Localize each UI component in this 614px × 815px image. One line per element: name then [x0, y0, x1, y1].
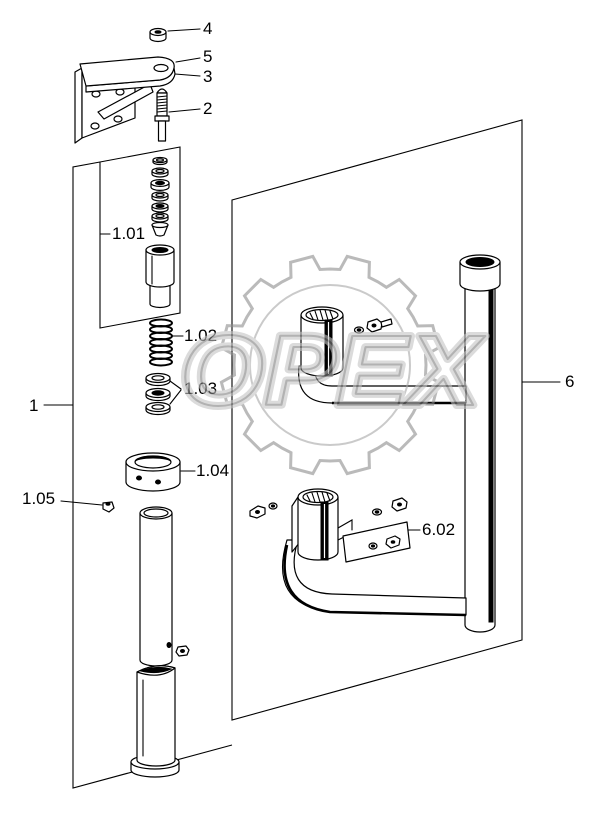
clamp-plate: [342, 521, 411, 563]
leader-3: [174, 73, 201, 77]
gear-inner-ring: [249, 284, 411, 446]
upper-tube-hole: [166, 642, 172, 648]
label-6-02: 6.02: [422, 520, 455, 539]
label-1: 1: [29, 396, 38, 415]
nut-hole: [154, 30, 162, 34]
bracket-arm-top: [79, 56, 175, 87]
bracket-plate-edge: [74, 67, 83, 144]
pin-thread-lines: [156, 95, 168, 113]
collar-set-hole: [136, 475, 142, 481]
column-pipe: [464, 281, 496, 633]
leader-4: [167, 28, 201, 32]
part-4-nut: [149, 27, 167, 43]
clamp-plate-washer-hole: [370, 544, 376, 548]
part-5-bracket: [74, 56, 176, 144]
label-1-04: 1.04: [196, 461, 229, 480]
label-3: 3: [203, 67, 212, 86]
gear-icon: [219, 254, 441, 476]
set-screw-socket: [105, 502, 111, 506]
label-1-01: 1.01: [112, 224, 145, 243]
label-4: 4: [203, 19, 212, 38]
bracket-arm-hole: [153, 63, 169, 73]
spring-coil: [149, 357, 173, 367]
washer-hole: [151, 390, 165, 396]
bracket-hole: [90, 122, 100, 130]
upper-tube-bore: [143, 508, 169, 518]
plunger-body: [145, 249, 175, 288]
part-1-01-washer-stack: [150, 156, 170, 237]
watermark-logo: OPEX OPEX: [176, 254, 490, 476]
leader-5: [175, 57, 201, 63]
label-1-05: 1.05: [22, 489, 55, 508]
upper-washer-hole: [356, 328, 362, 332]
leader-1-03-b: [169, 389, 182, 405]
washer-hole: [155, 204, 165, 208]
washer-hole: [151, 375, 165, 381]
right-bolt-socket: [397, 502, 402, 507]
part-6-lower-arm: [282, 488, 467, 617]
watermark-text: OPEX: [180, 315, 486, 427]
lower-sleeve-bore-hatch: [306, 491, 331, 503]
right-washer-hole: [374, 510, 380, 514]
part-6-upper-fasteners: [353, 318, 393, 334]
lower-sleeve-body: [297, 496, 339, 561]
left-washer-hole: [270, 504, 276, 508]
frame-part-6: [231, 119, 523, 721]
frame-part-1-01: [99, 146, 181, 329]
lower-tube-opening-shadow: [139, 666, 173, 674]
pin-collar: [154, 115, 170, 122]
part-6-02-clamp-plate: [342, 521, 411, 563]
collar-bore-shadow: [134, 455, 172, 463]
washer-hole: [155, 158, 165, 162]
part-1-upper-tube: [139, 506, 190, 667]
part-1-04-collar: [125, 452, 181, 492]
label-6: 6: [565, 372, 574, 391]
left-bolt-socket: [255, 510, 260, 514]
washer-hole: [155, 168, 165, 174]
washer-hole: [151, 404, 165, 410]
collar-set-hole: [155, 479, 161, 485]
part-6-lower-fasteners: [249, 497, 408, 519]
part-6-column: [459, 254, 501, 633]
cone-top: [151, 221, 169, 229]
tube-screw-socket: [180, 649, 185, 653]
lower-arm-edge: [283, 544, 467, 617]
column-cap-bore: [465, 257, 495, 267]
washer-hole: [155, 180, 165, 186]
leader-1-03-a: [169, 380, 182, 390]
label-2: 2: [203, 99, 212, 118]
leader-1-05: [60, 500, 103, 506]
pin-shaft: [157, 120, 167, 142]
part-1-02-spring: [149, 318, 173, 367]
part-2-pin: [154, 88, 170, 142]
bracket-brace: [97, 83, 154, 120]
part-1-03-washers: [145, 372, 171, 416]
washer-hole: [155, 213, 165, 219]
upper-sleeve-bore-hatch: [309, 309, 334, 321]
label-5: 5: [203, 47, 212, 66]
upper-bolt-shank: [380, 318, 393, 328]
washer-hole: [155, 192, 165, 198]
label-1-02: 1.02: [184, 326, 217, 345]
upper-bolt-socket: [371, 323, 377, 328]
bracket-hole: [113, 115, 123, 123]
part-1-05-set-screw: [102, 501, 115, 513]
leader-2: [168, 108, 201, 113]
column-pipe-shadow: [488, 287, 494, 623]
column-cap-side: [459, 261, 501, 292]
part-6-upper-arm: [298, 306, 467, 405]
clamp-plate-bolt-socket: [390, 540, 396, 544]
part-1-lower-tube: [130, 665, 180, 778]
label-1-03: 1.03: [184, 379, 217, 398]
part-1-01-plunger: [145, 244, 175, 309]
upper-arm-bar: [298, 365, 467, 404]
plunger-bore: [151, 247, 169, 253]
watermark-text-outline: OPEX: [180, 315, 486, 427]
